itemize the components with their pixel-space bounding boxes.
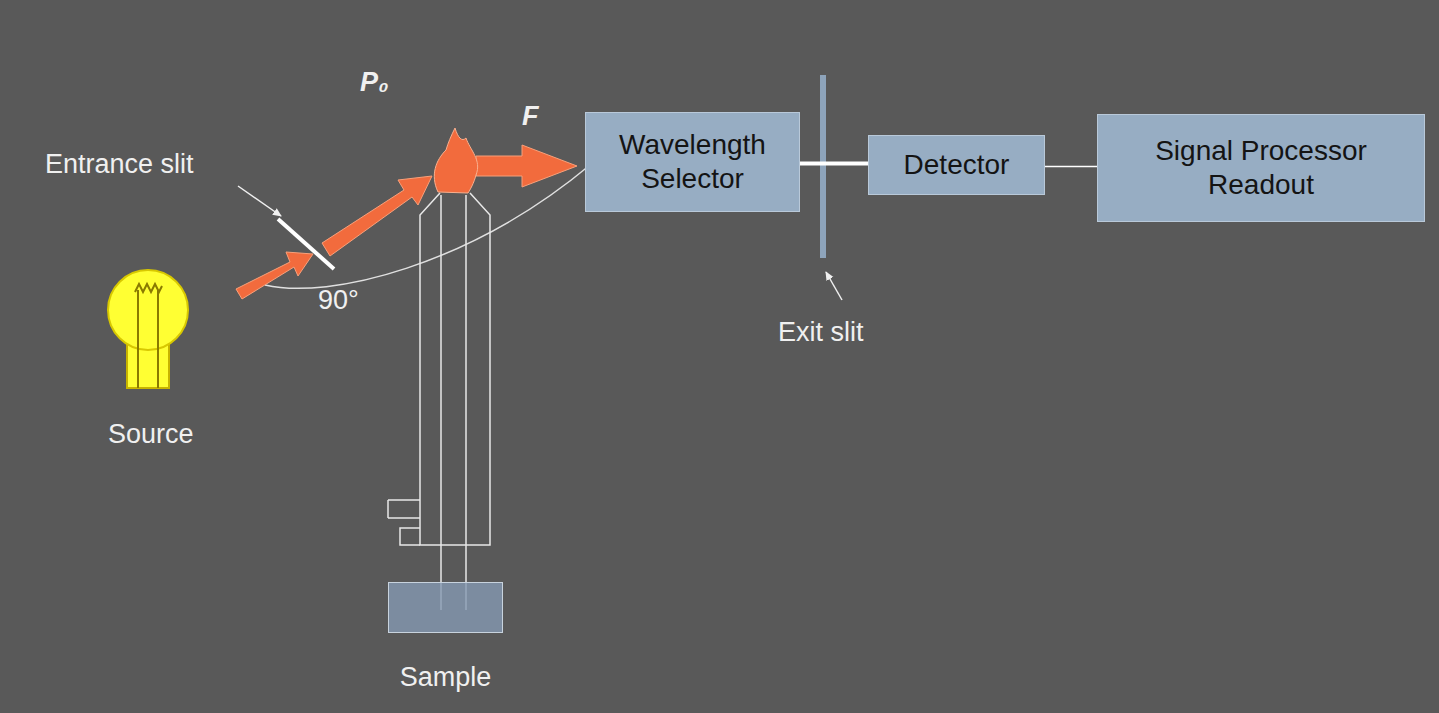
- node-text: Sample: [400, 662, 492, 693]
- angle-label: 90°: [318, 286, 359, 316]
- node-text: Wavelength Selector: [598, 128, 787, 195]
- process-box: Wavelength Selector: [585, 112, 800, 212]
- angle-arc: [265, 165, 590, 288]
- part-label: Exit slit: [778, 318, 864, 348]
- flame: [434, 128, 477, 193]
- connector-line: [1045, 166, 1097, 168]
- beam-label: F: [522, 102, 539, 132]
- leader-line: [238, 186, 281, 216]
- sample-container: Sample: [388, 582, 503, 633]
- lamp-source: [108, 270, 188, 388]
- light-beam: [236, 145, 577, 299]
- process-box: Signal Processor Readout: [1097, 114, 1425, 222]
- exit-slit: [820, 75, 826, 258]
- connector-line: [800, 162, 868, 166]
- leader-line: [826, 272, 842, 300]
- part-label: Entrance slit: [45, 150, 194, 180]
- burner: [388, 193, 490, 610]
- process-box: Detector: [868, 135, 1045, 195]
- beam-label: P₀: [360, 68, 389, 98]
- node-text: Signal Processor Readout: [1110, 134, 1412, 201]
- part-label: Source: [108, 420, 194, 450]
- node-text: Detector: [904, 148, 1010, 182]
